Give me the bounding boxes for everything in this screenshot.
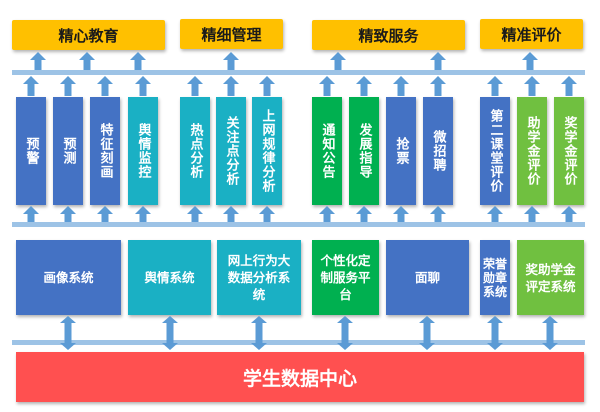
- arrow-bidirectional: [542, 316, 558, 350]
- header-service: 精致服务: [312, 20, 465, 50]
- system-honor-medal: 荣誉勋章系统: [480, 240, 510, 315]
- arrow-column-up: [393, 76, 409, 96]
- column-ticket: 抢票: [386, 97, 416, 205]
- arrow-system-up: [23, 206, 39, 222]
- arrow-system-up: [135, 206, 151, 222]
- arrow-to-header: [430, 52, 446, 70]
- top-bar: [12, 70, 585, 75]
- arrow-column-up: [97, 76, 113, 96]
- student-data-center: 学生数据中心: [16, 352, 584, 402]
- header-evaluation: 精准评价: [480, 19, 583, 49]
- column-forecast: 预测: [53, 97, 83, 205]
- arrow-column-up: [356, 76, 372, 96]
- system-award-evaluation: 奖助学金评定系统: [517, 240, 584, 315]
- column-guidance: 发展指导: [349, 97, 379, 205]
- system-interview: 面聊: [386, 240, 469, 315]
- column-online-pattern: 上网规律分析: [252, 97, 282, 205]
- middle-bar: [12, 222, 585, 227]
- arrow-column-up: [524, 76, 540, 96]
- system-behavior-analysis: 网上行为大数据分析系统: [217, 240, 301, 315]
- arrow-column-up: [23, 76, 39, 96]
- arrow-column-up: [187, 76, 203, 96]
- arrow-system-up: [259, 206, 275, 222]
- arrow-system-up: [319, 206, 335, 222]
- arrow-system-up: [60, 206, 76, 222]
- arrow-system-up: [356, 206, 372, 222]
- arrow-bidirectional: [162, 316, 178, 350]
- arrow-system-up: [97, 206, 113, 222]
- system-opinion: 舆情系统: [128, 240, 211, 315]
- arrow-bidirectional: [337, 316, 353, 350]
- column-warning: 预警: [16, 97, 46, 205]
- lower-bar: [12, 340, 585, 345]
- header-education: 精心教育: [12, 20, 165, 50]
- arrow-system-up: [430, 206, 446, 222]
- arrow-to-header: [79, 52, 95, 70]
- arrow-column-up: [60, 76, 76, 96]
- arrow-column-up: [223, 76, 239, 96]
- arrow-system-up: [393, 206, 409, 222]
- column-second-class: 第二课堂评价: [480, 97, 510, 205]
- arrow-column-up: [259, 76, 275, 96]
- arrow-bidirectional: [487, 316, 503, 350]
- arrow-to-header: [223, 52, 239, 70]
- column-focus: 关注点分析: [216, 97, 246, 205]
- arrow-to-header: [130, 52, 146, 70]
- column-recruit: 微招聘: [423, 97, 453, 205]
- arrow-column-up: [319, 76, 335, 96]
- arrow-to-header: [330, 52, 346, 70]
- column-feature: 特征刻画: [90, 97, 120, 205]
- column-scholarship-eval: 奖学金评价: [554, 97, 584, 205]
- arrow-to-header: [522, 52, 538, 70]
- header-management: 精细管理: [180, 19, 283, 49]
- system-personalized-platform: 个性化定制服务平台: [312, 240, 379, 315]
- arrow-column-up: [135, 76, 151, 96]
- arrow-column-up: [487, 76, 503, 96]
- arrow-bidirectional: [60, 316, 76, 350]
- system-portrait: 画像系统: [16, 240, 121, 315]
- arrow-system-up: [187, 206, 203, 222]
- arrow-system-up: [223, 206, 239, 222]
- arrow-to-header: [30, 52, 46, 70]
- arrow-bidirectional: [419, 316, 435, 350]
- column-grant-eval: 助学金评价: [517, 97, 547, 205]
- arrow-column-up: [430, 76, 446, 96]
- arrow-system-up: [561, 206, 577, 222]
- column-hotspot: 热点分析: [180, 97, 210, 205]
- column-opinion-monitor: 舆情监控: [128, 97, 158, 205]
- arrow-system-up: [524, 206, 540, 222]
- column-notice: 通知公告: [312, 97, 342, 205]
- arrow-bidirectional: [251, 316, 267, 350]
- arrow-system-up: [487, 206, 503, 222]
- arrow-column-up: [561, 76, 577, 96]
